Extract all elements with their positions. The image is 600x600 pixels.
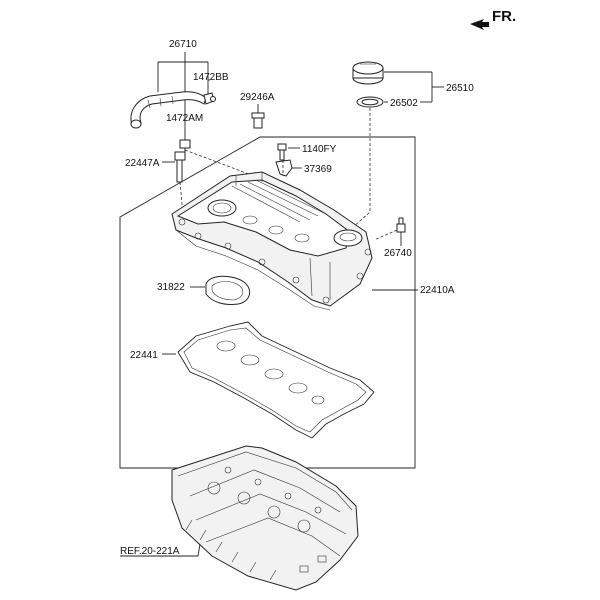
gasket-31822 [205, 275, 251, 305]
cover-assy-label: 22410A [420, 285, 455, 296]
cover-gasket-22441 [177, 321, 375, 439]
bracket-37369-label: 37369 [304, 164, 332, 175]
sensor-26740-label: 26740 [384, 248, 412, 259]
cylinder-head [171, 445, 359, 591]
bolt-1140fy-label: 1140FY [302, 144, 337, 155]
pcv-valve-label: 29246A [240, 92, 275, 103]
gasket-31822-label: 31822 [157, 282, 185, 293]
sensor-26740 [396, 217, 406, 233]
cover-gasket-label: 22441 [130, 350, 158, 361]
bolt-22447a [174, 151, 186, 183]
front-arrow-icon [470, 19, 489, 30]
reference-label: REF.20-221A [120, 546, 180, 557]
front-orientation-marker: FR. [470, 8, 516, 30]
clamp-am-label: 1472AM [166, 113, 203, 124]
bracket-37369 [275, 159, 293, 177]
oil-filler-cap-assy-label: 26510 [446, 83, 474, 94]
cap-callout-lines [384, 71, 444, 103]
breather-hose [130, 91, 207, 129]
clamp-bb-label: 1472BB [193, 72, 229, 83]
cylinder-head-cover [171, 171, 373, 311]
bolt-1140fy [277, 143, 287, 161]
pcv-valve [251, 112, 265, 129]
bolt-22447a-label: 22447A [125, 158, 160, 169]
cap-gasket-label: 26502 [390, 98, 418, 109]
oil-filler-cap [352, 61, 384, 85]
front-label: FR. [492, 8, 516, 25]
hose-clamp-bb [203, 92, 216, 105]
hose-assy-label: 26710 [169, 39, 197, 50]
oil-filler-cap-gasket [356, 96, 384, 108]
cover-assembly-frame [119, 136, 416, 469]
